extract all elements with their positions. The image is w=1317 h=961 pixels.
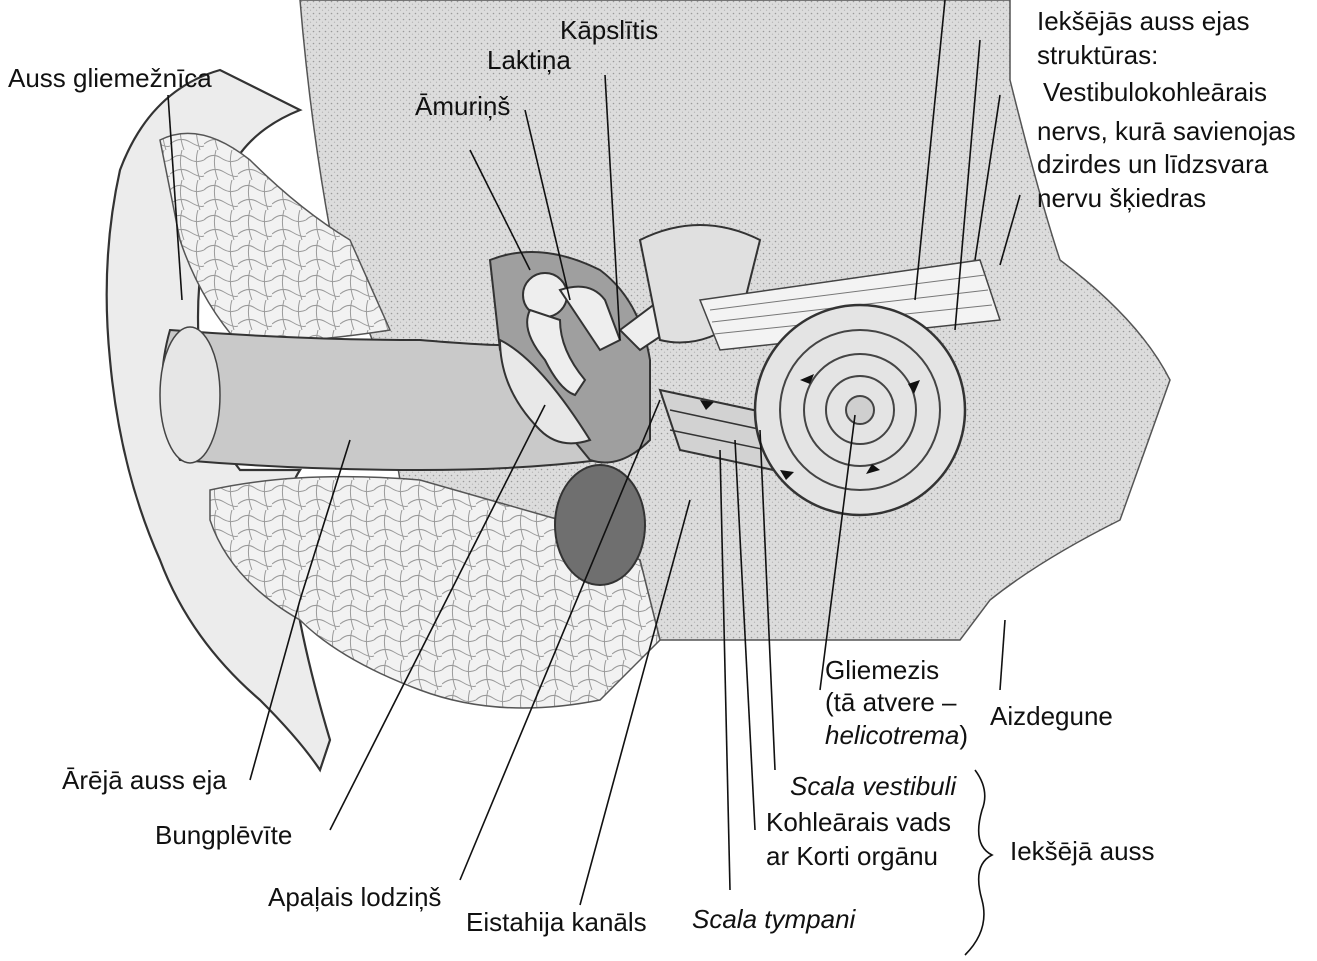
label-cochlea-helicotrema: helicotrema — [825, 720, 960, 750]
label-cochlear-duct-1: Kohleārais vads — [766, 807, 951, 837]
label-scala-tympani: Scala tympani — [692, 904, 856, 934]
label-round-window: Apaļais lodziņš — [268, 882, 442, 912]
label-incus: Laktiņa — [487, 45, 571, 75]
label-pinna: Auss gliemežnīca — [8, 63, 212, 93]
label-eustachian-tube: Eistahija kanāls — [466, 907, 647, 937]
label-inner-ear: Iekšējā auss — [1010, 836, 1155, 866]
eardrum — [498, 338, 592, 445]
label-cochlea-3: helicotrema) — [825, 719, 968, 751]
leader-lines — [167, 0, 1021, 956]
label-inner-canal-4: nervs, kurā savienojas — [1037, 116, 1296, 146]
label-inner-canal-5: dzirdes un līdzsvara — [1037, 149, 1269, 179]
label-malleus: Āmuriņš — [415, 91, 511, 121]
label-nasopharynx: Aizdegune — [990, 701, 1113, 731]
label-inner-canal-6: nervu šķiedras — [1037, 183, 1207, 213]
malleus — [526, 308, 587, 397]
lower-soft-tissue — [209, 475, 661, 709]
flow-arrows — [700, 374, 920, 480]
label-inner-canal-1: Iekšējās auss ejas — [1037, 6, 1250, 36]
label-inner-canal-3: Vestibulokohleārais — [1043, 77, 1268, 107]
label-cochlea-paren: ) — [959, 720, 969, 750]
incus — [558, 285, 622, 352]
label-cochlea-1: Gliemezis — [825, 655, 940, 685]
label-eardrum: Bungplēvīte — [155, 820, 293, 850]
label-inner-canal-2: struktūras: — [1037, 40, 1159, 70]
label-external-canal: Ārējā auss eja — [62, 765, 227, 795]
label-cochlea-2: (tā atvere – — [825, 687, 957, 717]
label-scala-vestibuli: Scala vestibuli — [790, 771, 957, 801]
label-stapes: Kāpslītis — [560, 15, 659, 45]
label-cochlear-duct-2: ar Korti orgānu — [766, 841, 938, 871]
upper-soft-tissue — [159, 132, 392, 346]
canal-opening — [159, 326, 221, 464]
eustachian-tube — [554, 464, 646, 586]
